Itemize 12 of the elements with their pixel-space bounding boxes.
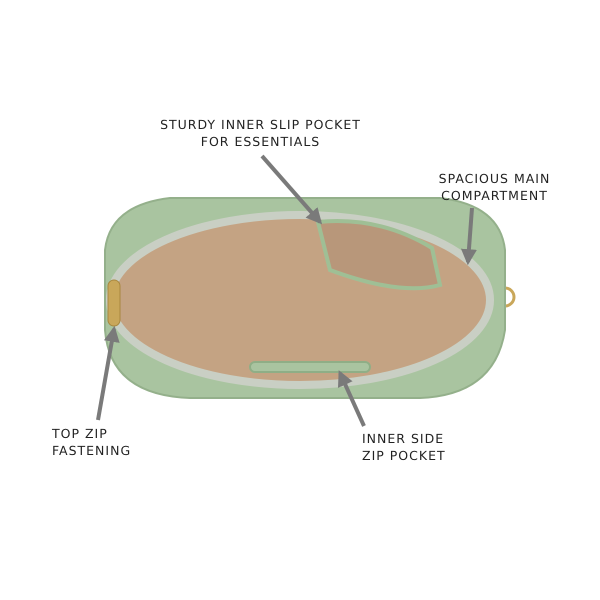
leader-arrow (260, 154, 322, 224)
callout-text: TOP ZIP FASTENING (52, 425, 152, 459)
callout-text: SPACIOUS MAIN COMPARTMENT (412, 170, 577, 204)
zip-pocket (249, 361, 371, 373)
callout-text: INNER SIDE ZIP POCKET (362, 430, 467, 464)
leader-arrow (96, 326, 120, 420)
main-compartment (106, 211, 494, 389)
slip-pocket (316, 219, 442, 290)
zip-pull (108, 280, 120, 326)
leader-arrow (460, 208, 477, 266)
leader-arrow (338, 370, 366, 427)
callout-text: STURDY INNER SLIP POCKET FOR ESSENTIALS (158, 116, 363, 150)
